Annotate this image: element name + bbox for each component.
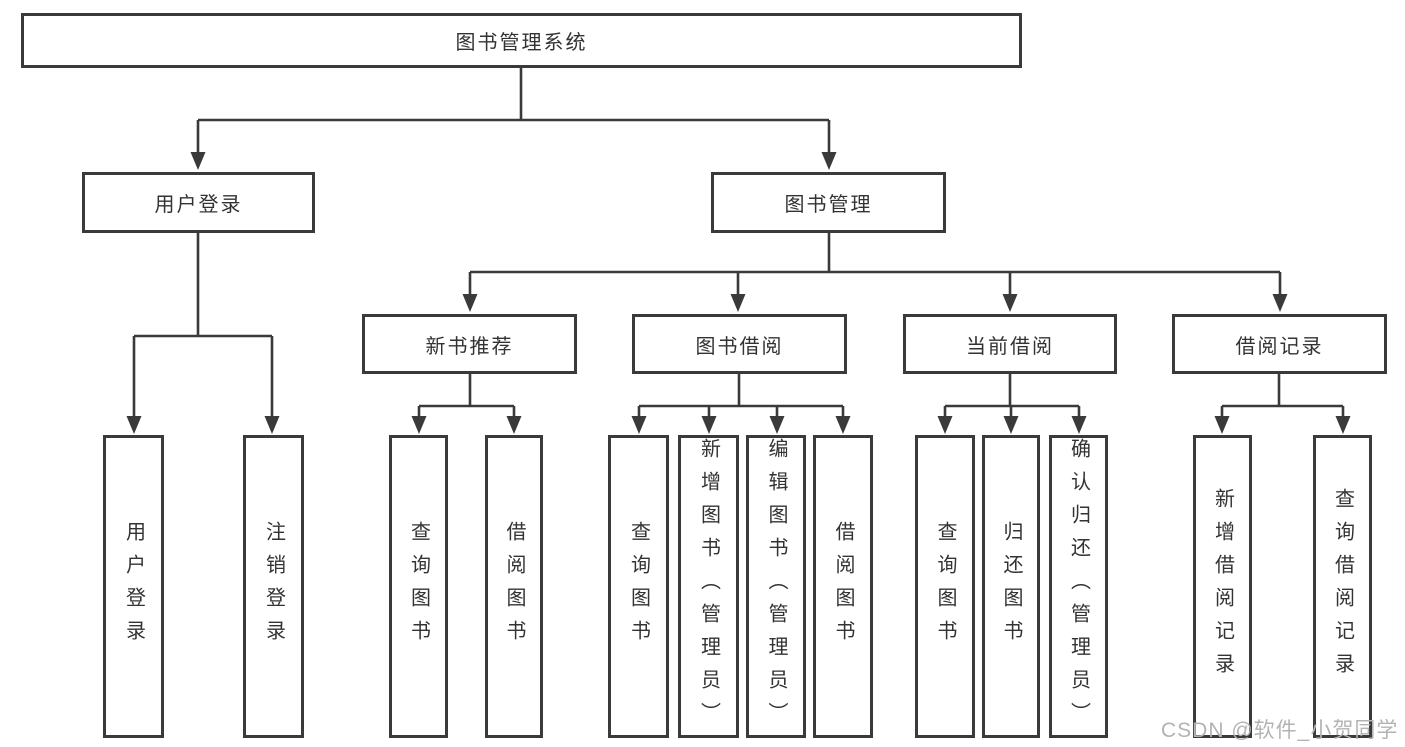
- node-new-book-recommend: 新书推荐: [362, 314, 577, 374]
- node-library-system: 图书管理系统: [21, 13, 1022, 68]
- node-book-borrowing: 图书借阅: [632, 314, 847, 374]
- node-label: 图书管理: [784, 194, 873, 216]
- node-user-login-branch: 用户登录: [82, 172, 315, 233]
- node-current-borrowing: 当前借阅: [903, 314, 1117, 374]
- node-borrowing-records: 借阅记录: [1172, 314, 1387, 374]
- node-label: 查询借阅记录: [1331, 487, 1354, 686]
- node-label: 借阅图书: [832, 520, 854, 653]
- node-label: 新书推荐: [425, 335, 514, 358]
- node-confirm-return-admin: 确认归还（管理员）: [1049, 435, 1108, 738]
- node-label: 图书管理系统: [455, 32, 588, 54]
- node-add-books-admin: 新增图书（管理员）: [678, 435, 739, 738]
- node-borrow-books-borrowing: 借阅图书: [813, 435, 873, 738]
- node-logout: 注销登录: [243, 435, 304, 738]
- node-label: 编辑图书（管理员）: [765, 438, 787, 735]
- node-borrow-books-recommend: 借阅图书: [485, 435, 543, 738]
- node-book-management-branch: 图书管理: [711, 172, 946, 233]
- node-query-books-current: 查询图书: [915, 435, 975, 738]
- node-query-books-borrowing: 查询图书: [608, 435, 669, 738]
- node-label: 用户登录: [154, 194, 243, 216]
- node-user-login: 用户登录: [103, 435, 164, 738]
- node-label: 新增图书（管理员）: [697, 438, 720, 735]
- node-label: 查询图书: [934, 520, 956, 653]
- node-label: 归还图书: [1000, 520, 1022, 653]
- csdn-watermark: CSDN @软件_小贺同学: [1161, 719, 1399, 742]
- node-label: 当前借阅: [966, 335, 1054, 358]
- node-label: 借阅图书: [503, 520, 525, 653]
- node-edit-books-admin: 编辑图书（管理员）: [746, 435, 806, 738]
- node-add-borrow-record: 新增借阅记录: [1193, 435, 1252, 738]
- node-label: 查询图书: [627, 520, 650, 653]
- node-label: 查询图书: [407, 520, 430, 653]
- node-label: 新增借阅记录: [1211, 487, 1234, 686]
- node-return-books: 归还图书: [982, 435, 1040, 738]
- node-query-borrow-record: 查询借阅记录: [1313, 435, 1372, 738]
- node-label: 确认归还（管理员）: [1067, 438, 1090, 735]
- node-label: 注销登录: [262, 520, 285, 653]
- node-query-books-recommend: 查询图书: [389, 435, 448, 738]
- node-label: 借阅记录: [1235, 335, 1324, 358]
- node-label: 用户登录: [122, 520, 145, 653]
- node-label: 图书借阅: [695, 335, 784, 358]
